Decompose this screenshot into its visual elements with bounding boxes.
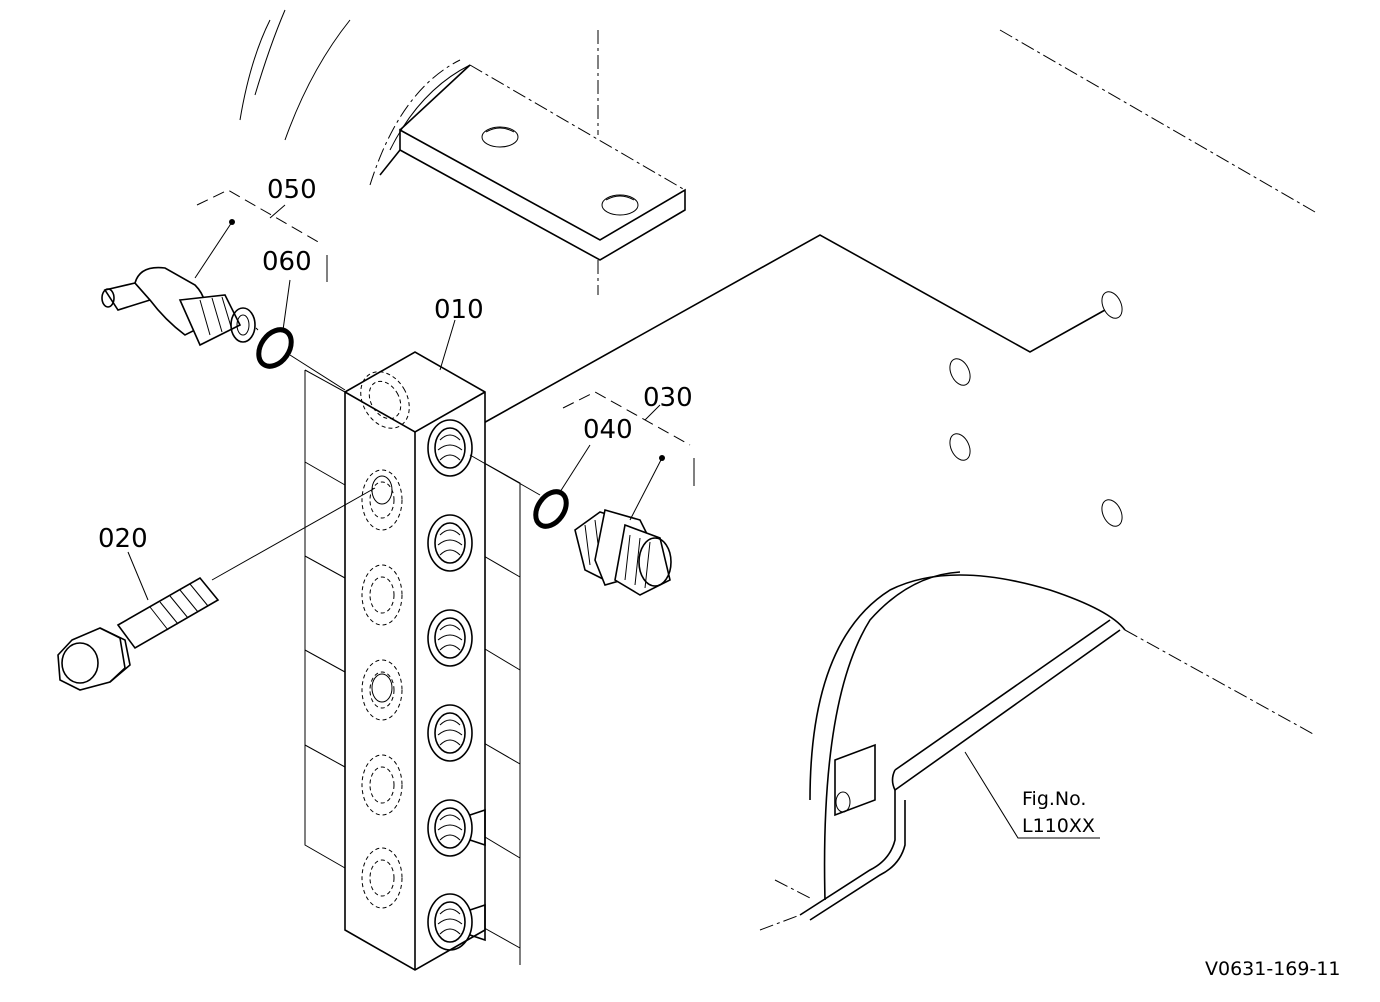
oring-060[interactable] [252,324,298,373]
leader-020 [127,551,149,601]
lower-bracket [759,571,1126,931]
fitting-050[interactable] [101,219,256,347]
leader-040 [559,444,591,493]
fig-caption-title: Fig.No. [1022,788,1086,810]
label-060: 060 [262,247,312,277]
oring-040[interactable] [529,486,572,532]
label-030: 030 [643,383,693,413]
manifold-block[interactable] [344,351,486,971]
manifold-ports [427,419,486,951]
frame-plate [479,234,1316,736]
group-bracket-050 [196,189,328,282]
group-bracket-030 [562,391,695,486]
axis-060 [289,354,346,391]
drawing-code: V0631-169-11 [1205,958,1341,980]
fig-caption-number: L110XX [1022,815,1095,837]
manifold-guides [304,369,346,869]
bolt-020[interactable] [57,487,376,691]
leader-010 [439,319,456,371]
fitting-030[interactable] [469,454,672,596]
label-020: 020 [98,524,148,554]
label-050: 050 [267,175,317,205]
fig-leader-line [964,751,1100,839]
label-010: 010 [434,295,484,325]
frame-bracket [239,9,1316,295]
leader-060 [282,279,291,331]
label-040: 040 [583,415,633,445]
oring-060-link [255,327,259,331]
